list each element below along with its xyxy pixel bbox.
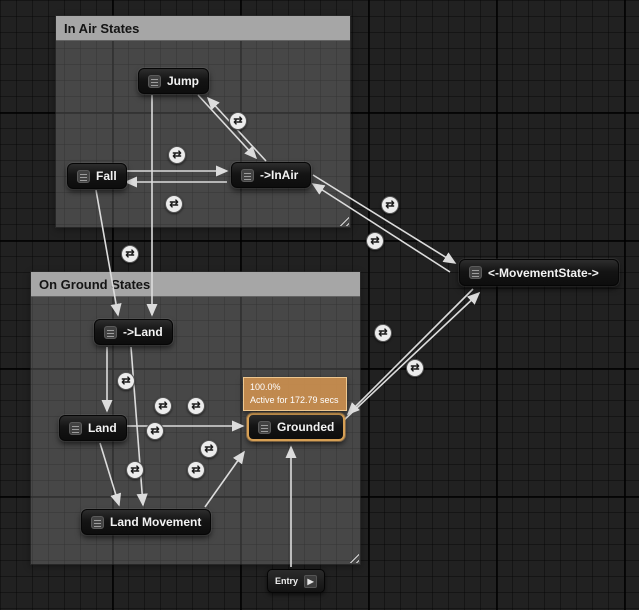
state-machine-icon xyxy=(104,325,117,339)
transition-rule-icon[interactable]: ⇄ xyxy=(165,195,183,213)
tooltip-percent: 100.0% xyxy=(250,382,281,392)
comment-title[interactable]: In Air States xyxy=(56,16,350,41)
transition-edge[interactable] xyxy=(99,442,122,507)
state-machine-icon xyxy=(241,168,254,182)
comment-box-in-air-states: In Air States xyxy=(55,15,351,228)
state-machine-icon xyxy=(148,74,161,88)
state-machine-icon xyxy=(469,266,482,279)
state-node-land-movement[interactable]: Land Movement xyxy=(79,508,213,536)
state-node-land[interactable]: Land xyxy=(58,414,128,442)
transition-rule-icon[interactable]: ⇄ xyxy=(229,112,247,130)
state-node-land-transition[interactable]: ->Land xyxy=(93,318,174,346)
state-machine-icon xyxy=(69,421,82,435)
transition-rule-icon[interactable]: ⇄ xyxy=(366,232,384,250)
state-node-grounded[interactable]: Grounded xyxy=(247,413,346,441)
transition-rule-icon[interactable]: ⇄ xyxy=(154,397,172,415)
play-icon: ▶ xyxy=(304,574,318,588)
transition-rule-icon[interactable]: ⇄ xyxy=(200,440,218,458)
transition-rule-icon[interactable]: ⇄ xyxy=(126,461,144,479)
transition-edge[interactable] xyxy=(197,94,258,160)
comment-title[interactable]: On Ground States xyxy=(31,272,360,297)
transition-rule-icon[interactable]: ⇄ xyxy=(187,397,205,415)
transition-rule-icon[interactable]: ⇄ xyxy=(187,461,205,479)
state-node-label: Jump xyxy=(167,74,200,88)
state-node-label: Land Movement xyxy=(110,515,202,529)
state-node-label: <-MovementState-> xyxy=(488,265,599,280)
state-node-label: Land xyxy=(88,421,117,435)
state-node-movement-state[interactable]: <-MovementState-> xyxy=(458,258,620,287)
transition-edge[interactable] xyxy=(311,183,451,273)
entry-label: Entry xyxy=(275,576,299,586)
state-machine-icon xyxy=(258,420,271,434)
state-node-label: Grounded xyxy=(277,420,335,434)
transition-edge[interactable] xyxy=(95,189,122,317)
transition-edge[interactable] xyxy=(312,174,457,264)
active-state-tooltip: 100.0% Active for 172.79 secs xyxy=(243,377,347,411)
transition-rule-icon[interactable]: ⇄ xyxy=(121,245,139,263)
state-machine-icon xyxy=(91,515,104,529)
transition-rule-icon[interactable]: ⇄ xyxy=(117,372,135,390)
state-node-jump[interactable]: Jump xyxy=(136,67,211,95)
entry-node[interactable]: Entry ▶ xyxy=(267,569,326,593)
transition-rule-icon[interactable]: ⇄ xyxy=(374,324,392,342)
state-node-fall[interactable]: Fall xyxy=(66,162,128,190)
transition-rule-icon[interactable]: ⇄ xyxy=(168,146,186,164)
transition-edge[interactable] xyxy=(342,291,481,422)
state-node-label: ->InAir xyxy=(260,168,299,182)
tooltip-active-time: Active for 172.79 secs xyxy=(250,395,339,406)
transition-rule-icon[interactable]: ⇄ xyxy=(146,422,164,440)
transition-rule-icon[interactable]: ⇄ xyxy=(381,196,399,214)
transition-edge[interactable] xyxy=(346,288,474,416)
transition-edge[interactable] xyxy=(204,450,245,508)
state-machine-icon xyxy=(77,169,90,183)
state-node-label: Fall xyxy=(96,169,117,183)
state-node-in-air[interactable]: ->InAir xyxy=(230,161,312,189)
transition-rule-icon[interactable]: ⇄ xyxy=(406,359,424,377)
state-node-label: ->Land xyxy=(123,325,163,339)
